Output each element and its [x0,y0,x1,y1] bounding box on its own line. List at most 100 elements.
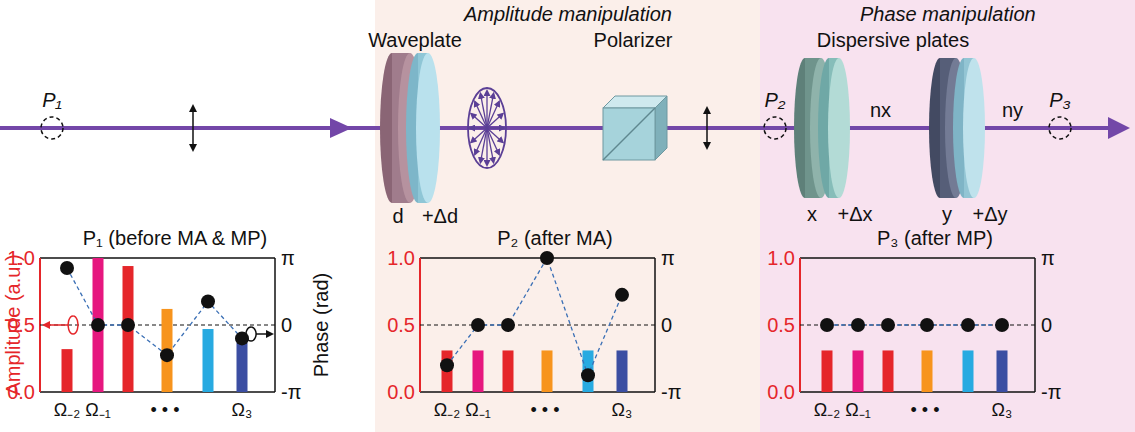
phase-dot [920,318,934,332]
component-label: nx [870,100,891,120]
amplitude-bar [883,350,894,392]
phase-dot [60,261,74,275]
chart-frame [40,257,275,259]
chart-frame [800,257,1035,259]
chart-label: Ω₋₁ [85,401,111,419]
chart-label: 0.5 [767,315,795,335]
chart-label: 0 [661,315,672,335]
component-label: Dispersive plates [817,30,969,50]
polarization-arrow [706,108,708,148]
dispersive-plate [794,58,850,198]
axis-indicator [44,324,68,326]
phase-dot [995,318,1009,332]
bar-chart [420,251,655,392]
dispersive-plate [929,58,985,198]
phase-dot [615,288,629,302]
chart-label: 1.0 [7,248,35,268]
chart-label: 0.0 [387,382,415,402]
phase-dot [440,358,454,372]
chart-label: 0 [1041,315,1052,335]
axis-indicator [256,333,272,335]
chart-label: 0.5 [387,315,415,335]
bar-chart [40,258,275,392]
beam-arrow [1108,117,1130,139]
amplitude-bar [853,350,864,392]
phase-dot [540,251,554,265]
amplitude-bar [997,350,1008,392]
amplitude-bar [62,349,73,392]
chart-label: Ω₋₁ [465,401,491,419]
component-label: P₂ [765,90,786,110]
chart-label: 1.0 [767,248,795,268]
phase-dot [121,318,135,332]
polarization-ellipse [468,88,506,168]
chart-label: • • • [531,401,560,419]
phase-dot [961,318,975,332]
component-label: Waveplate [368,30,462,50]
chart-label: 0.0 [767,382,795,402]
amplitude-bar [617,350,628,392]
chart-frame [420,257,655,259]
phase-dot [201,295,215,309]
polarization-arrow [192,106,194,150]
component-label: y [942,204,952,224]
chart-label: • • • [911,401,940,419]
chart-label: -π [661,382,681,402]
phase-dot [91,318,105,332]
phase-dot [851,318,865,332]
phase-dot [581,368,595,382]
phase-dot [160,348,174,362]
phase-dot [820,318,834,332]
component-label: Polarizer [594,30,673,50]
component-label: P₁ [42,90,62,110]
probe-point [1049,117,1071,139]
chart-label: 1.0 [387,248,415,268]
component-label: ny [1002,100,1023,120]
amplitude-band-ground [375,0,760,432]
zero-line [40,325,275,326]
zero-line [420,325,655,326]
component-label: +Δx [837,204,872,224]
component-label: P₃ [1049,90,1070,110]
amplitude-bar [203,329,214,392]
axis-indicator [68,316,78,334]
chart-label: Ω₋₂ [54,401,80,419]
chart-label: • • • [151,401,180,419]
amplitude-bar [542,350,553,392]
beam-arrow [330,118,352,138]
chart-label: -π [1041,382,1061,402]
chart-label: P₂ (after MA) [497,228,613,248]
component-label: d [392,206,403,226]
chart-label: Ω₋₂ [434,401,460,419]
amplitude-bar [473,350,484,392]
chart-label: P₃ (after MP) [877,228,993,248]
chart-label: Ω₋₁ [845,401,871,419]
component-label: +Δd [422,206,458,226]
component-label: x [807,204,817,224]
waveplate [380,53,440,203]
component-label: +Δy [972,204,1007,224]
amplitude-bar [237,342,248,392]
chart-label: 0.0 [7,382,35,402]
phase-dot [471,318,485,332]
chart-label: -π [281,382,301,402]
chart-label: π [1041,248,1055,268]
axis-indicator [246,327,256,341]
probe-point [764,117,786,139]
band-title: Phase manipulation [860,4,1036,24]
phase-line [447,258,622,375]
phase-line [67,268,242,355]
amplitude-bar [922,350,933,392]
bar-chart [800,258,1035,392]
phase-dot [881,318,895,332]
probe-point [41,117,63,139]
band-title: Amplitude manipulation [464,4,672,24]
phase-dot [501,318,515,332]
phase-band-ground [760,0,1135,432]
chart-label: Ω₃ [992,401,1013,419]
chart-label: 0.5 [7,315,35,335]
chart-label: 0 [281,315,292,335]
field-arrow [471,114,502,142]
polarizer-cube [603,96,667,160]
chart-label: P₁ (before MA & MP) [83,228,268,248]
